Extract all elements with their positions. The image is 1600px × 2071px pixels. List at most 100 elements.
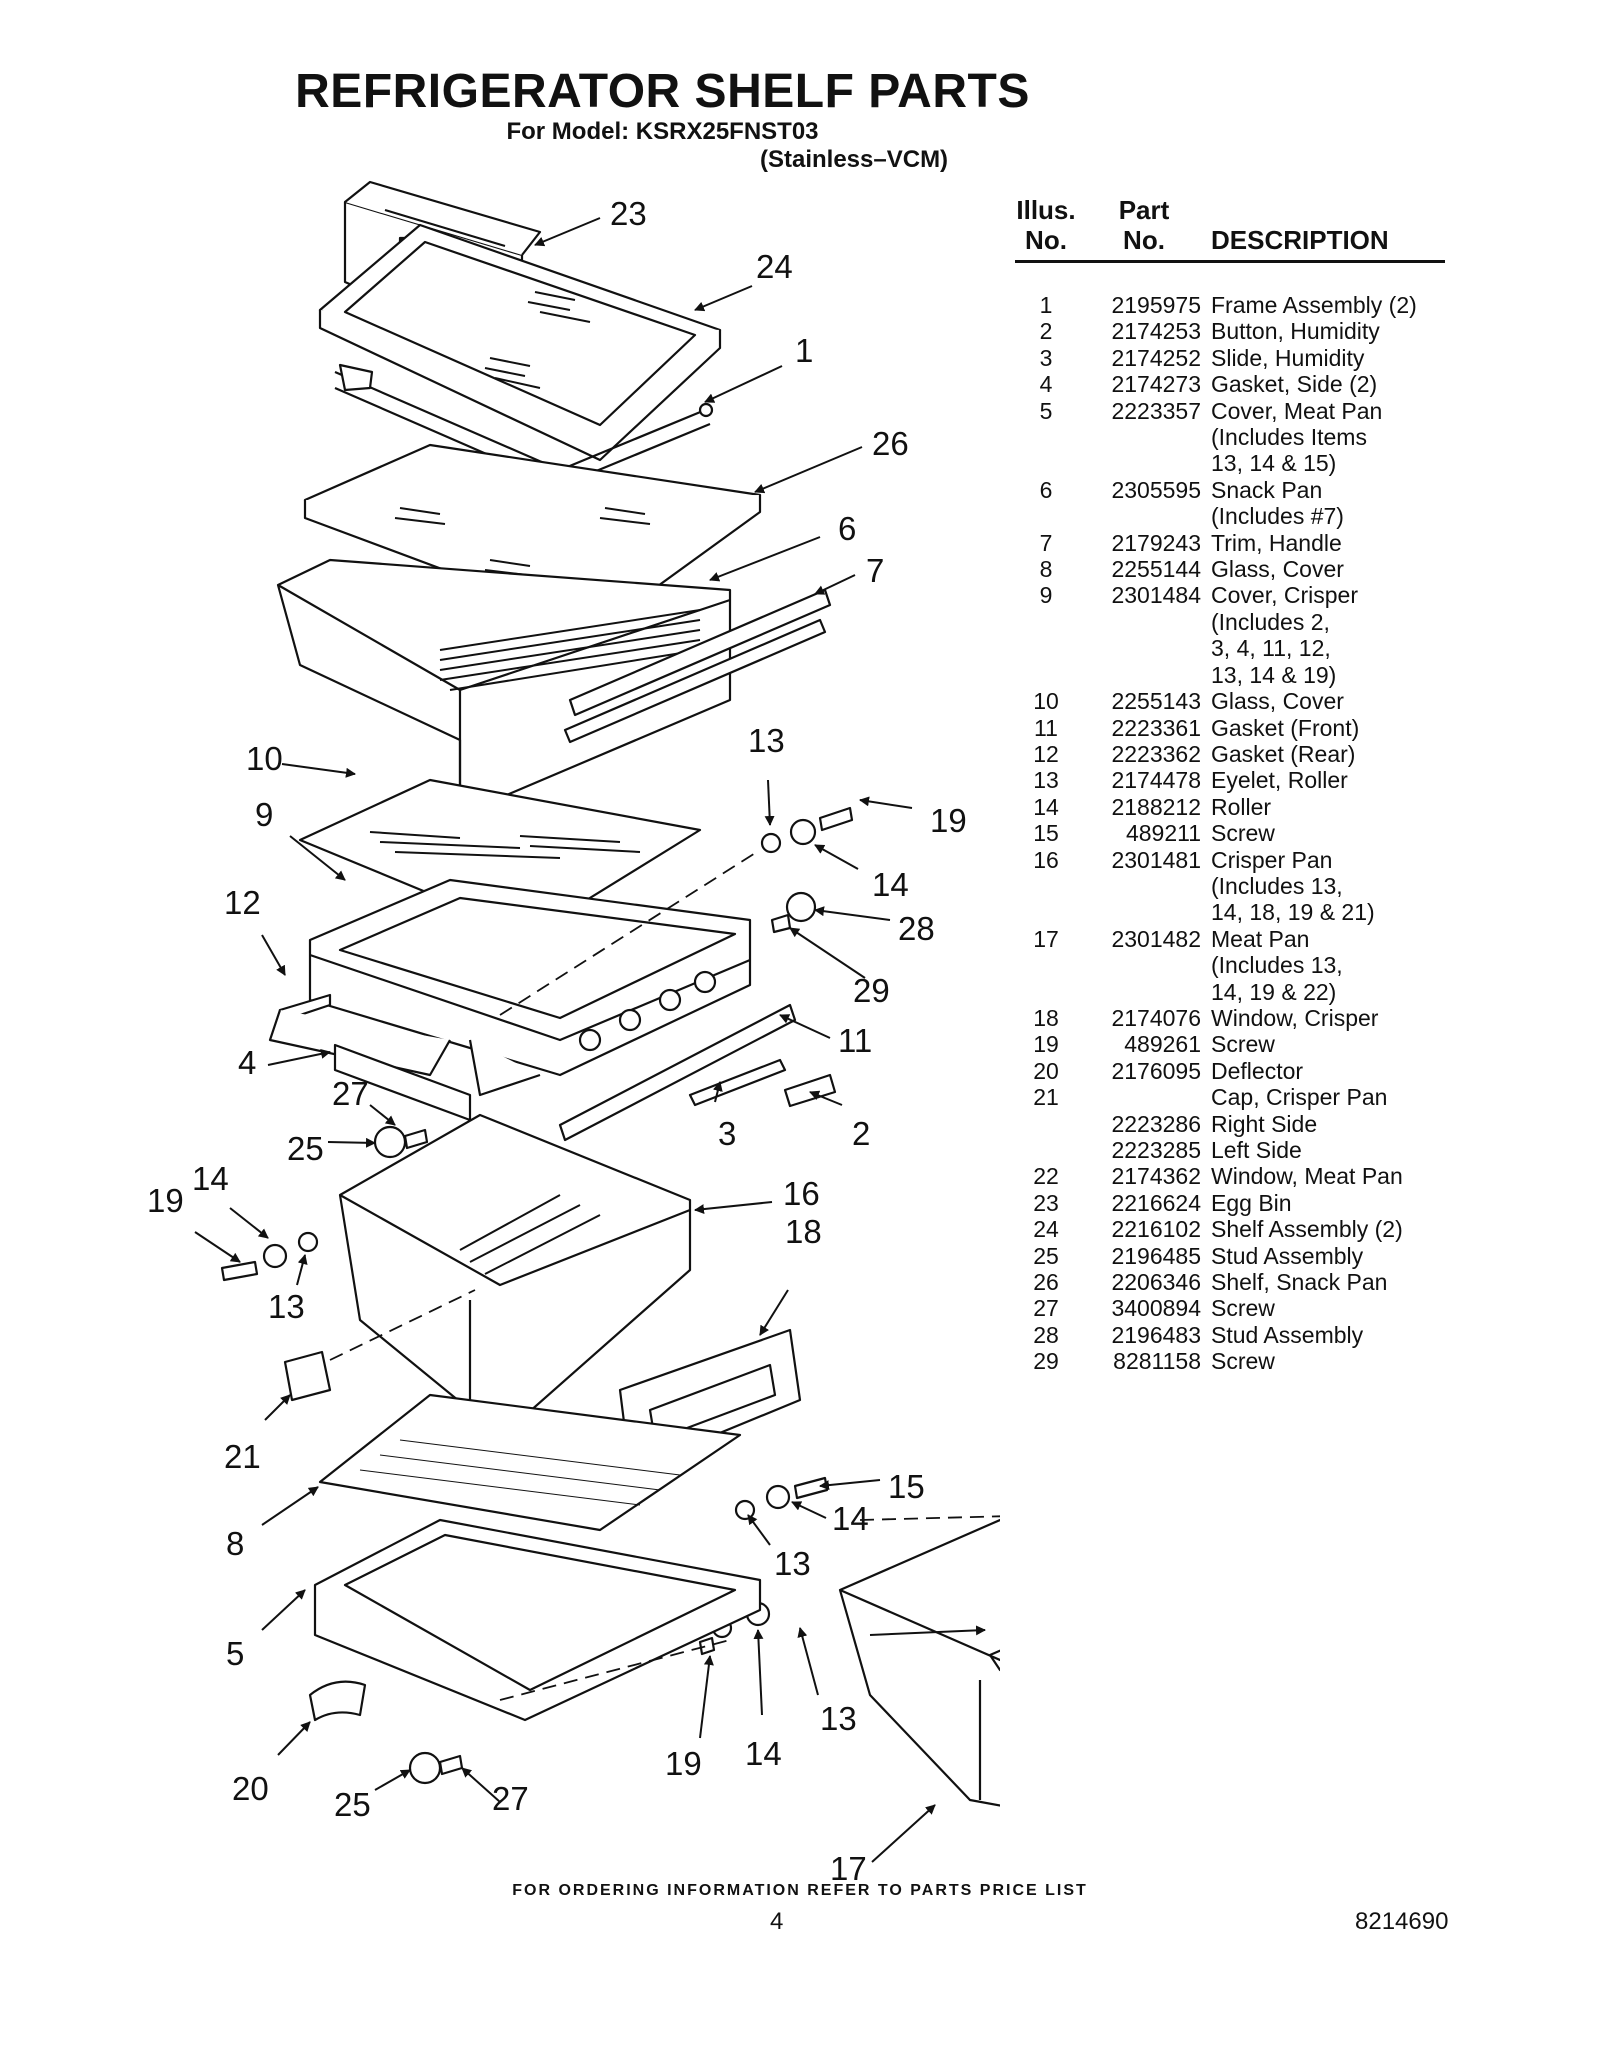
part-no: 2174362: [1111, 1163, 1201, 1190]
illus-no: [1015, 609, 1077, 635]
illus-no: 5: [1039, 397, 1053, 424]
part-no: [1077, 503, 1211, 529]
illus-no: 10: [1033, 688, 1059, 715]
description: Screw: [1211, 1031, 1275, 1058]
parts-row: 13, 14 & 15): [1015, 450, 1445, 476]
illus-no: 23: [1033, 1189, 1059, 1216]
callout: 17: [830, 1850, 867, 1880]
description: Screw: [1211, 1348, 1275, 1375]
part-no: [1077, 635, 1211, 661]
part-no: [1077, 662, 1211, 688]
callout: 10: [246, 740, 283, 777]
illus-no: 22: [1033, 1163, 1059, 1190]
callout: 9: [255, 796, 273, 833]
ordering-note: FOR ORDERING INFORMATION REFER TO PARTS …: [512, 1882, 1088, 1899]
parts-row: (Includes 13,: [1015, 873, 1445, 899]
part-no: [1077, 952, 1211, 978]
alignment-lines: [329, 849, 1000, 1701]
illus-no: 26: [1033, 1269, 1059, 1296]
callout: 14: [745, 1735, 782, 1772]
part-no: 489211: [1125, 820, 1201, 847]
leader-lines: [194, 217, 986, 1863]
illus-no: [1015, 873, 1077, 899]
part-no: [1077, 609, 1211, 635]
part-no: 2179243: [1111, 529, 1201, 556]
description: Egg Bin: [1211, 1189, 1292, 1216]
description: Screw: [1211, 1295, 1275, 1322]
description: Deflector: [1211, 1057, 1304, 1084]
callout: 2: [852, 1115, 870, 1152]
meat-pan-drawing: [838, 1518, 1000, 1807]
crisper-pan-drawing: [338, 1113, 692, 1422]
part-no: 2174252: [1111, 344, 1201, 371]
part-no: 2223286: [1111, 1110, 1201, 1137]
callout: 14: [832, 1500, 869, 1537]
parts-row: 14, 19 & 22): [1015, 979, 1445, 1005]
parts-row: (Includes Items: [1015, 424, 1445, 450]
part-no: 2188212: [1111, 793, 1201, 820]
description: (Includes 13,: [1211, 952, 1343, 979]
part-drawings: [220, 180, 1000, 1807]
illus-no: 15: [1033, 820, 1059, 847]
illus-no: 11: [1034, 714, 1058, 741]
parts-row: (Includes 2,: [1015, 609, 1445, 635]
callout: 23: [610, 195, 647, 232]
part-no: 2255144: [1111, 556, 1201, 583]
description: Window, Meat Pan: [1211, 1163, 1403, 1190]
part-no: 2301482: [1111, 925, 1201, 952]
illus-no: [1015, 1137, 1077, 1163]
illus-no: 8: [1039, 556, 1053, 583]
description: (Includes #7): [1211, 503, 1344, 530]
callout: 11: [838, 1022, 872, 1059]
description: Cover, Crisper: [1211, 582, 1358, 609]
callout: 1: [795, 332, 813, 369]
snack-pan-drawing: [276, 558, 732, 807]
part-no: 2223357: [1111, 397, 1201, 424]
illus-no-header: Illus. No.: [1016, 195, 1076, 255]
illus-no: 16: [1033, 846, 1059, 873]
part-no: 3400894: [1111, 1295, 1201, 1322]
exploded-parts-diagram: 23 24 1 26 6 7 10 13 9 19 14 12 28 29 4 …: [147, 180, 1000, 1880]
part-no: 2301484: [1111, 582, 1201, 609]
part-no: 2174076: [1111, 1004, 1201, 1031]
part-no: 2301481: [1111, 846, 1201, 873]
callout: 5: [226, 1635, 244, 1672]
page-number: 4: [770, 1908, 784, 1935]
callout: 21: [224, 1438, 261, 1475]
description: Window, Crisper: [1211, 1004, 1379, 1031]
illus-no: 28: [1033, 1321, 1059, 1348]
description: Screw: [1211, 820, 1275, 847]
illus-no: [1015, 635, 1077, 661]
header-rule: [1015, 260, 1445, 263]
part-no: [1077, 873, 1211, 899]
callout: 19: [147, 1182, 184, 1219]
part-no: 2196485: [1111, 1242, 1201, 1269]
illus-no: 2: [1039, 318, 1053, 345]
illus-no: 9: [1039, 582, 1053, 609]
document-number: 8214690: [1355, 1908, 1449, 1935]
humidity-slide-drawing: [688, 1058, 837, 1108]
description: Meat Pan: [1211, 925, 1310, 952]
description: Stud Assembly: [1211, 1321, 1364, 1348]
description: Eyelet, Roller: [1211, 767, 1348, 794]
part-no: 2176095: [1111, 1057, 1201, 1084]
parts-row: 15 489211 Screw: [1015, 820, 1445, 846]
parts-row: 13, 14 & 19): [1015, 662, 1445, 688]
callout: 13: [774, 1545, 811, 1582]
